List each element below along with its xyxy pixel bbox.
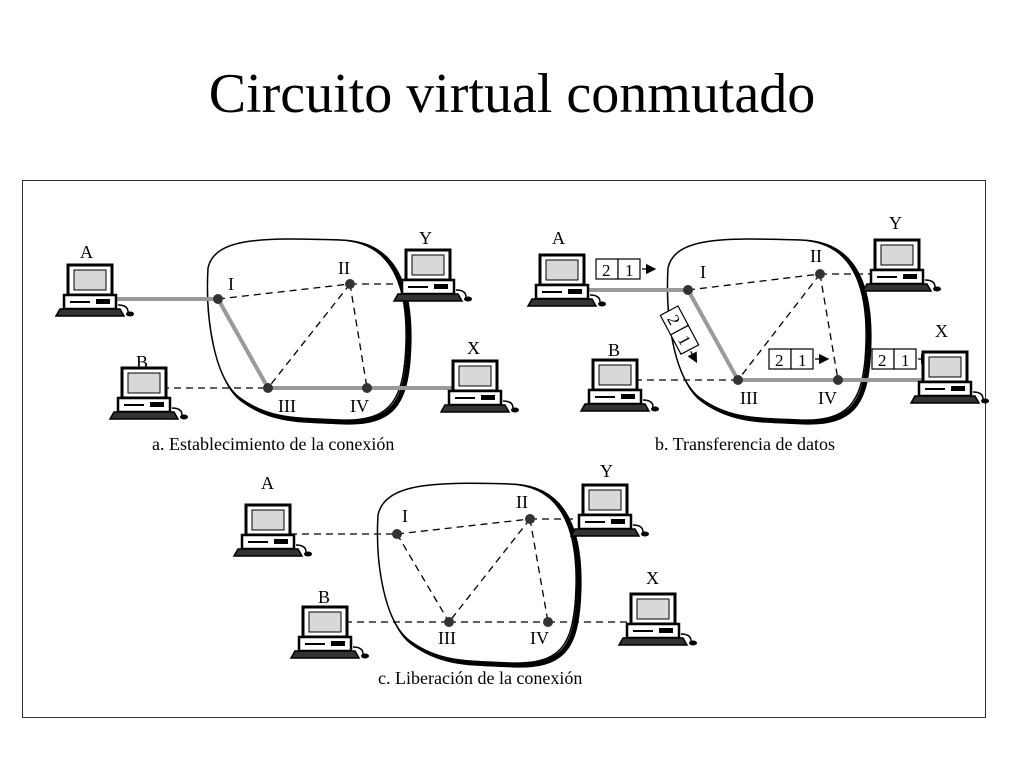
panel-b-node-i [683, 285, 693, 295]
panel-b-node-iv-label: IV [818, 388, 837, 408]
panel-c-computer-b-label: B [318, 587, 330, 607]
panel-b-packet-3-seq-2: 2 [775, 351, 784, 370]
panel-a-node-iv-label: IV [350, 396, 369, 416]
panel-b-node-iii-label: III [740, 388, 758, 408]
panel-b-computer-x [909, 350, 991, 405]
panel-c-link-ii-iii [448, 518, 531, 623]
panel-c-node-iv-label: IV [530, 628, 549, 648]
panel-a-computer-x [439, 359, 521, 414]
panel-b-computer-y [861, 238, 943, 293]
panel-a-computer-y [392, 248, 474, 303]
panel-c-computer-a-label: A [261, 473, 274, 493]
panel-a-computer-a-label: A [80, 242, 93, 262]
panel-b-link-ii-iii [737, 273, 821, 381]
panel-c-network-cloud [376, 482, 577, 664]
panel-a-node-ii [345, 279, 355, 289]
panel-b-node-iii [733, 375, 743, 385]
panel-b-packet-1-seq-1: 1 [625, 261, 634, 280]
panel-a-link-ii-iii [267, 283, 351, 389]
panel-a-node-iii [263, 383, 273, 393]
panel-b-packet-4: 2 1 [871, 348, 932, 370]
panel-b-computer-b [579, 358, 661, 413]
figure-frame [22, 180, 986, 718]
panel-c-computer-y [569, 483, 651, 538]
panel-c-node-ii-label: II [516, 492, 528, 512]
panel-b-packet-3-seq-1: 1 [798, 351, 807, 370]
panel-c-node-i-label: I [402, 506, 408, 526]
panel-a-link-i-iii [216, 298, 270, 389]
panel-a-caption: a. Establecimiento de la conexión [152, 434, 394, 454]
panel-a-node-ii-label: II [338, 258, 350, 278]
panel-a-node-i-label: I [228, 274, 234, 294]
panel-c-link-i-iii [396, 533, 450, 623]
panel-b: I II III IV 2 1 2 1 2 1 [526, 213, 991, 454]
panel-c-node-i [392, 529, 402, 539]
panel-b-node-ii [815, 269, 825, 279]
panel-b-computer-a [526, 253, 608, 308]
panel-b-packet-2: 2 1 [659, 305, 700, 364]
panel-c-node-iii-label: III [438, 628, 456, 648]
panel-c-computer-b [289, 605, 371, 660]
panel-b-caption: b. Transferencia de datos [655, 434, 835, 454]
panel-b-computer-b-label: B [608, 340, 620, 360]
panel-b-computer-x-label: X [935, 321, 948, 341]
panel-b-network-cloud [666, 238, 867, 421]
panel-b-packet-4-seq-2: 2 [878, 351, 887, 370]
panel-b-node-iv [833, 375, 843, 385]
panel-b-packet-1-seq-2: 2 [602, 261, 611, 280]
slide-title: Circuito virtual conmutado [208, 63, 816, 125]
panel-a-computer-x-label: X [467, 338, 480, 358]
panel-b-node-ii-label: II [810, 246, 822, 266]
panel-c-link-ii-iv [529, 518, 549, 623]
panel-c-node-ii [525, 514, 535, 524]
panel-b-packet-1: 2 1 [595, 258, 657, 280]
panel-b-computer-y-label: Y [889, 213, 902, 233]
panel-c-computer-a [232, 503, 314, 558]
panel-b-packet-3: 2 1 [768, 348, 830, 370]
panel-c-computer-y-label: Y [600, 461, 613, 481]
panel-b-link-ii-iv [819, 273, 839, 381]
panel-a-node-iv [362, 383, 372, 393]
panel-a-computer-b-label: B [136, 352, 148, 372]
panel-b-node-i-label: I [700, 262, 706, 282]
panel-a: I II III IV A B Y X a. Establecimiento d… [54, 228, 521, 454]
panel-a-computer-b [108, 366, 190, 421]
panel-a-node-iii-label: III [278, 396, 296, 416]
panel-b-link-i-iii [686, 289, 740, 381]
panel-b-computer-a-label: A [552, 228, 565, 248]
panel-b-link-i-ii [687, 273, 821, 291]
panel-a-node-i [213, 294, 223, 304]
panel-c-node-iv [543, 617, 553, 627]
panel-c-node-iii [444, 617, 454, 627]
panel-b-packet-4-seq-1: 1 [901, 351, 910, 370]
panel-c-caption: c. Liberación de la conexión [378, 668, 582, 688]
panel-c-computer-x [617, 592, 699, 647]
panel-c: I II III IV A B Y X c. Liberación de la … [232, 461, 699, 688]
panel-a-link-ii-iv [349, 283, 368, 389]
panel-a-link-i-ii [217, 283, 351, 300]
panel-a-computer-y-label: Y [419, 228, 432, 248]
panel-c-computer-x-label: X [646, 568, 659, 588]
panel-a-computer-a [54, 263, 136, 318]
panel-c-link-i-ii [396, 518, 531, 535]
